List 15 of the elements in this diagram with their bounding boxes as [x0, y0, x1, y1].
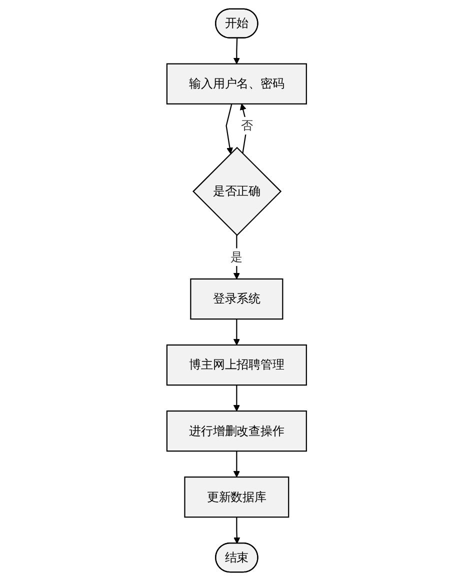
node-diamond: 是否正确 — [192, 146, 282, 236]
node-box: 更新数据库 — [184, 476, 290, 518]
arrow — [226, 104, 234, 154]
arrow — [234, 517, 240, 544]
node-box: 登录系统 — [190, 278, 284, 320]
arrow — [234, 451, 240, 478]
arrow — [240, 104, 248, 154]
node-box: 输入用户名、密码 — [166, 63, 308, 104]
node-box: 进行增删改查操作 — [166, 410, 308, 452]
node-box: 博主网上招聘管理 — [166, 344, 308, 386]
arrow — [234, 385, 240, 412]
arrow — [234, 38, 240, 64]
edge-label: 否 — [241, 118, 254, 132]
arrow — [234, 319, 240, 346]
edge-label: 是 — [231, 250, 243, 264]
